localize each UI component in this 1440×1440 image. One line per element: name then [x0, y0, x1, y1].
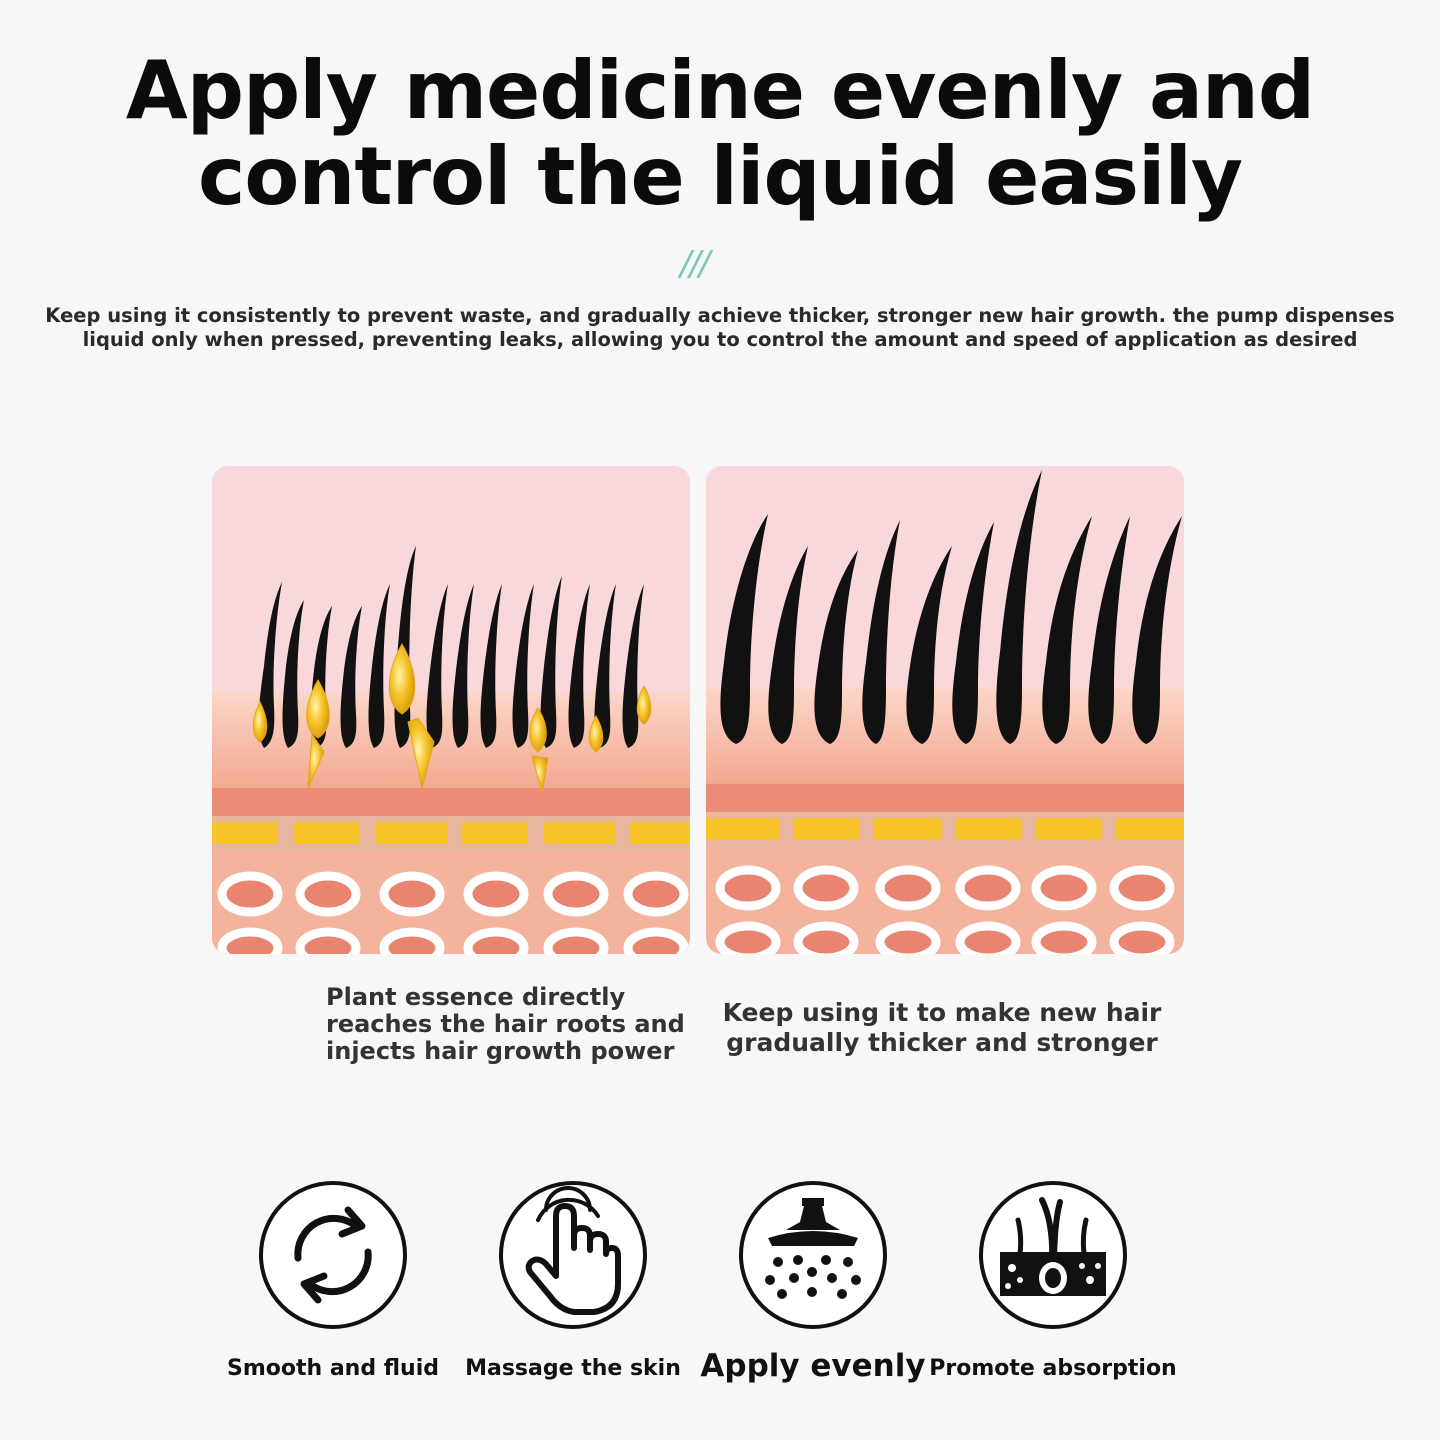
feature-label: Smooth and fluid	[226, 1356, 439, 1381]
cell-rings	[217, 871, 689, 954]
caption-before: Plant essence directly reaches the hair …	[326, 983, 685, 1065]
shower-head-icon	[739, 1181, 887, 1329]
dermis-band	[706, 784, 1184, 812]
essence-drops	[252, 642, 652, 793]
feature-label: Massage the skin	[465, 1356, 681, 1381]
scalp-cross-section-illustration	[706, 466, 1184, 954]
caption-after: Keep using it to make new hair gradually…	[722, 998, 1162, 1057]
feature-apply-evenly: Apply evenly	[688, 1180, 938, 1384]
subcutaneous-layer	[706, 846, 1184, 954]
feature-smooth-and-fluid: Smooth and fluid	[208, 1180, 458, 1381]
dermis-band	[212, 788, 690, 816]
slash-divider: ///	[680, 244, 710, 284]
feature-label: Promote absorption	[929, 1356, 1177, 1381]
fat-cells-row	[706, 818, 1184, 840]
page-title-line-2: control the liquid easily	[197, 130, 1243, 223]
page-title: Apply medicine evenly and control the li…	[0, 48, 1440, 220]
hair-follicle-icon	[979, 1181, 1127, 1329]
fat-band-background	[212, 816, 690, 850]
intro-text: Keep using it consistently to prevent wa…	[45, 304, 1395, 351]
refresh-cycle-icon	[259, 1181, 407, 1329]
feature-massage-the-skin: Massage the skin	[448, 1180, 698, 1381]
page-title-line-1: Apply medicine evenly and	[125, 44, 1315, 137]
pointing-hand-icon	[499, 1181, 647, 1329]
feature-label: Apply evenly	[700, 1348, 926, 1384]
fat-band-background	[706, 812, 1184, 846]
thick-hair-strands	[720, 470, 1182, 744]
scalp-panel-before	[212, 466, 690, 954]
thin-hair-strands	[258, 546, 644, 748]
cell-rings	[715, 865, 1175, 954]
spray-dots	[765, 1255, 861, 1299]
subcutaneous-layer	[212, 850, 690, 954]
skin-pores	[1005, 1263, 1101, 1289]
feature-promote-absorption: Promote absorption	[928, 1180, 1178, 1381]
scalp-panel-after	[706, 466, 1184, 954]
fat-cells-row	[212, 822, 690, 844]
scalp-cross-section-illustration	[212, 466, 690, 954]
